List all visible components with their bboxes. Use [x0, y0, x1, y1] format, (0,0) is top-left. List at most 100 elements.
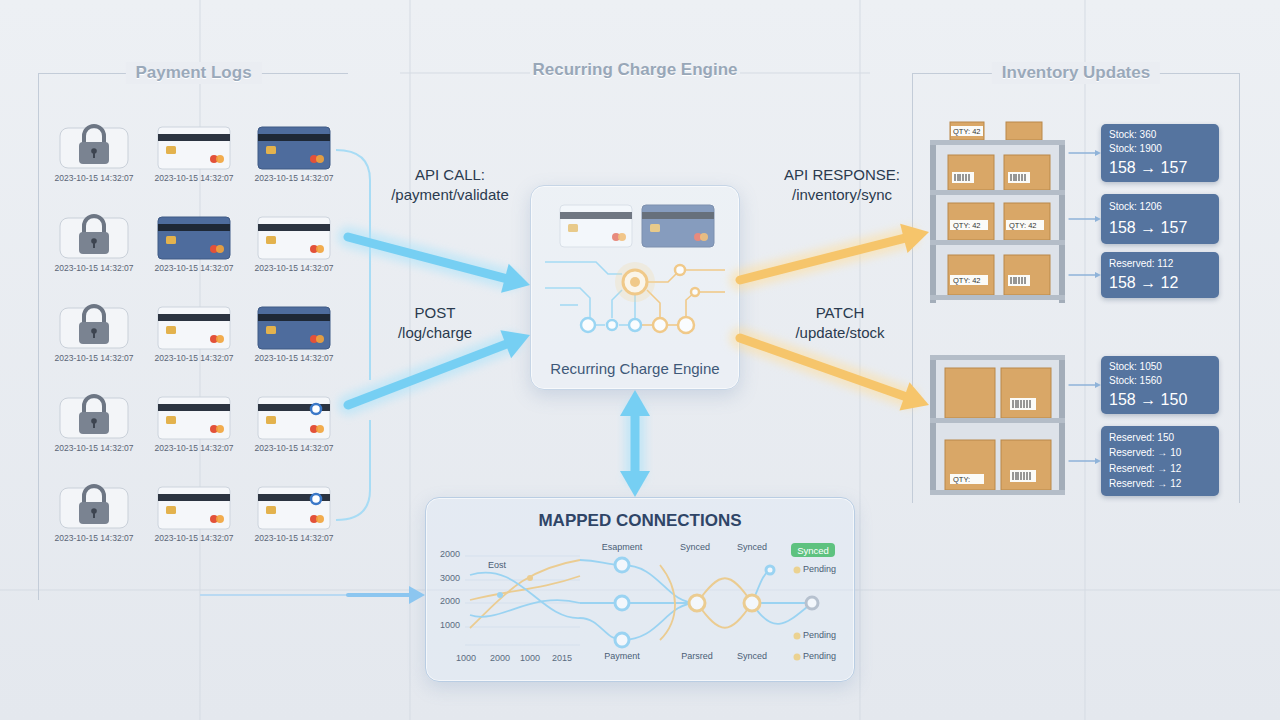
engine-box: Recurring Charge Engine	[530, 185, 740, 390]
axis-tick: 3000	[440, 574, 460, 584]
flow-arrow	[1069, 458, 1101, 464]
connector-glow	[740, 338, 909, 398]
timestamp: 2023-10-15 14:32:07	[255, 174, 334, 183]
status-badge: Synced	[791, 543, 835, 557]
shelf-unit: QTY: 42 QTY: 42 QTY: 42 QTY: 42	[929, 119, 1069, 304]
connector-line	[631, 411, 640, 476]
edge-label: PATCH /update/stock	[783, 303, 898, 344]
edge-label: API RESPONSE: /inventory/sync	[772, 165, 912, 206]
panel-title: MAPPED CONNECTIONS	[426, 511, 854, 531]
badge-text: Synced	[797, 545, 829, 556]
chart-label: Parsred	[681, 652, 713, 662]
flow-arrow	[1069, 382, 1101, 388]
flow-arrow	[348, 586, 425, 604]
axis-tick: 2000	[490, 654, 510, 664]
timestamp: 2023-10-15 14:32:07	[255, 264, 334, 273]
stock-panel: Stock: 360Stock: 1900 158 → 157	[1101, 124, 1219, 182]
stock-line: 158 → 157	[1109, 218, 1211, 237]
flow-arrow	[1069, 216, 1101, 222]
chart-label: Payment	[604, 652, 640, 662]
qty-label: QTY: 42	[1009, 221, 1037, 231]
stock-line: Reserved: → 10	[1109, 447, 1211, 459]
axis-tick: 1000	[440, 621, 460, 631]
flow-arrow	[740, 224, 929, 280]
connector-line	[348, 237, 510, 280]
flow-arrow	[348, 237, 530, 293]
section-heading: Inventory Updates	[992, 62, 1160, 84]
connector-line	[348, 593, 412, 597]
section-region: Inventory UpdatesQTY: 42QTY: 42QTY: 42QT…	[912, 73, 1240, 503]
chart-label: Eost	[488, 561, 506, 571]
section-region: Payment Logs	[38, 73, 348, 600]
stock-line: 158 → 157	[1109, 158, 1211, 177]
timestamp: 2023-10-15 14:32:07	[155, 444, 234, 453]
chart-label: Esapment	[602, 543, 643, 553]
stock-line: Stock: 1900	[1109, 143, 1211, 155]
arrow-head	[620, 471, 650, 497]
flow-arrow	[740, 338, 929, 410]
arrow-head	[500, 330, 530, 358]
timestamp: 2023-10-15 14:32:07	[55, 354, 134, 363]
timestamp: 2023-10-15 14:32:07	[255, 534, 334, 543]
connector-line	[348, 342, 511, 405]
connector-line	[1069, 274, 1096, 275]
axis-tick: 2000	[440, 597, 460, 607]
qty-label: QTY: 42	[953, 276, 981, 286]
arrow-head	[899, 382, 929, 410]
section-heading: Payment Logs	[125, 62, 261, 84]
flow-arrow	[1069, 150, 1101, 156]
timestamp: 2023-10-15 14:32:07	[155, 174, 234, 183]
flow-arrow	[1069, 272, 1101, 278]
timestamp: 2023-10-15 14:32:07	[55, 174, 134, 183]
connector-line	[1069, 460, 1096, 461]
timestamp: 2023-10-15 14:32:07	[155, 264, 234, 273]
stock-line: 158 → 150	[1109, 390, 1211, 409]
stock-panel: Reserved: 150Reserved: → 10 Reserved: → 1…	[1101, 426, 1219, 496]
timestamp: 2023-10-15 14:32:07	[55, 444, 134, 453]
chart-label: Synced	[737, 543, 767, 553]
stock-line: Stock: 1050	[1109, 361, 1211, 373]
shelf-unit: QTY:	[929, 354, 1069, 499]
qty-label: QTY:	[953, 475, 970, 485]
connector-glow	[740, 237, 909, 280]
stock-panel: Reserved: 112158 → 12	[1101, 252, 1219, 298]
timestamp: 2023-10-15 14:32:07	[255, 354, 334, 363]
arrow-head	[409, 586, 425, 604]
stock-line: Reserved: → 12	[1109, 478, 1211, 490]
flow-arrow	[620, 390, 650, 497]
stock-line: Reserved: 150	[1109, 432, 1211, 444]
stock-line: Reserved: → 12	[1109, 463, 1211, 475]
axis-tick: 1000	[456, 654, 476, 664]
connector-line	[1069, 384, 1096, 385]
chart-label: Synced	[737, 652, 767, 662]
connector-line	[740, 237, 909, 280]
timestamp: 2023-10-15 14:32:07	[255, 444, 334, 453]
chart-label: Pending	[803, 631, 836, 641]
qty-label: QTY: 42	[953, 127, 981, 137]
qty-label: QTY: 42	[953, 221, 981, 231]
stock-line: 158 → 12	[1109, 273, 1211, 292]
connector-line	[1069, 152, 1096, 153]
timestamp: 2023-10-15 14:32:07	[55, 534, 134, 543]
connector-glow	[348, 237, 510, 280]
chart-label: Synced	[680, 543, 710, 553]
connector-glow	[348, 342, 511, 405]
connector-glow	[625, 411, 646, 476]
connector-line	[740, 338, 909, 398]
axis-tick: 2000	[440, 550, 460, 560]
arrow-head	[900, 224, 929, 253]
stock-line: Stock: 360	[1109, 129, 1211, 141]
axis-tick: 1000	[520, 654, 540, 664]
chart-label: Pending	[803, 652, 836, 662]
mapped-panel: MAPPED CONNECTIONS Synced	[425, 497, 855, 682]
timestamp: 2023-10-15 14:32:07	[155, 534, 234, 543]
timestamp: 2023-10-15 14:32:07	[55, 264, 134, 273]
stock-line: Stock: 1206	[1109, 201, 1211, 213]
engine-label: Recurring Charge Engine	[531, 360, 739, 377]
edge-label: API CALL: /payment/validate	[385, 165, 515, 206]
axis-tick: 2015	[552, 654, 572, 664]
stock-line: Stock: 1560	[1109, 375, 1211, 387]
column-heading: Recurring Charge Engine	[533, 61, 738, 80]
arrow-head	[501, 264, 530, 293]
